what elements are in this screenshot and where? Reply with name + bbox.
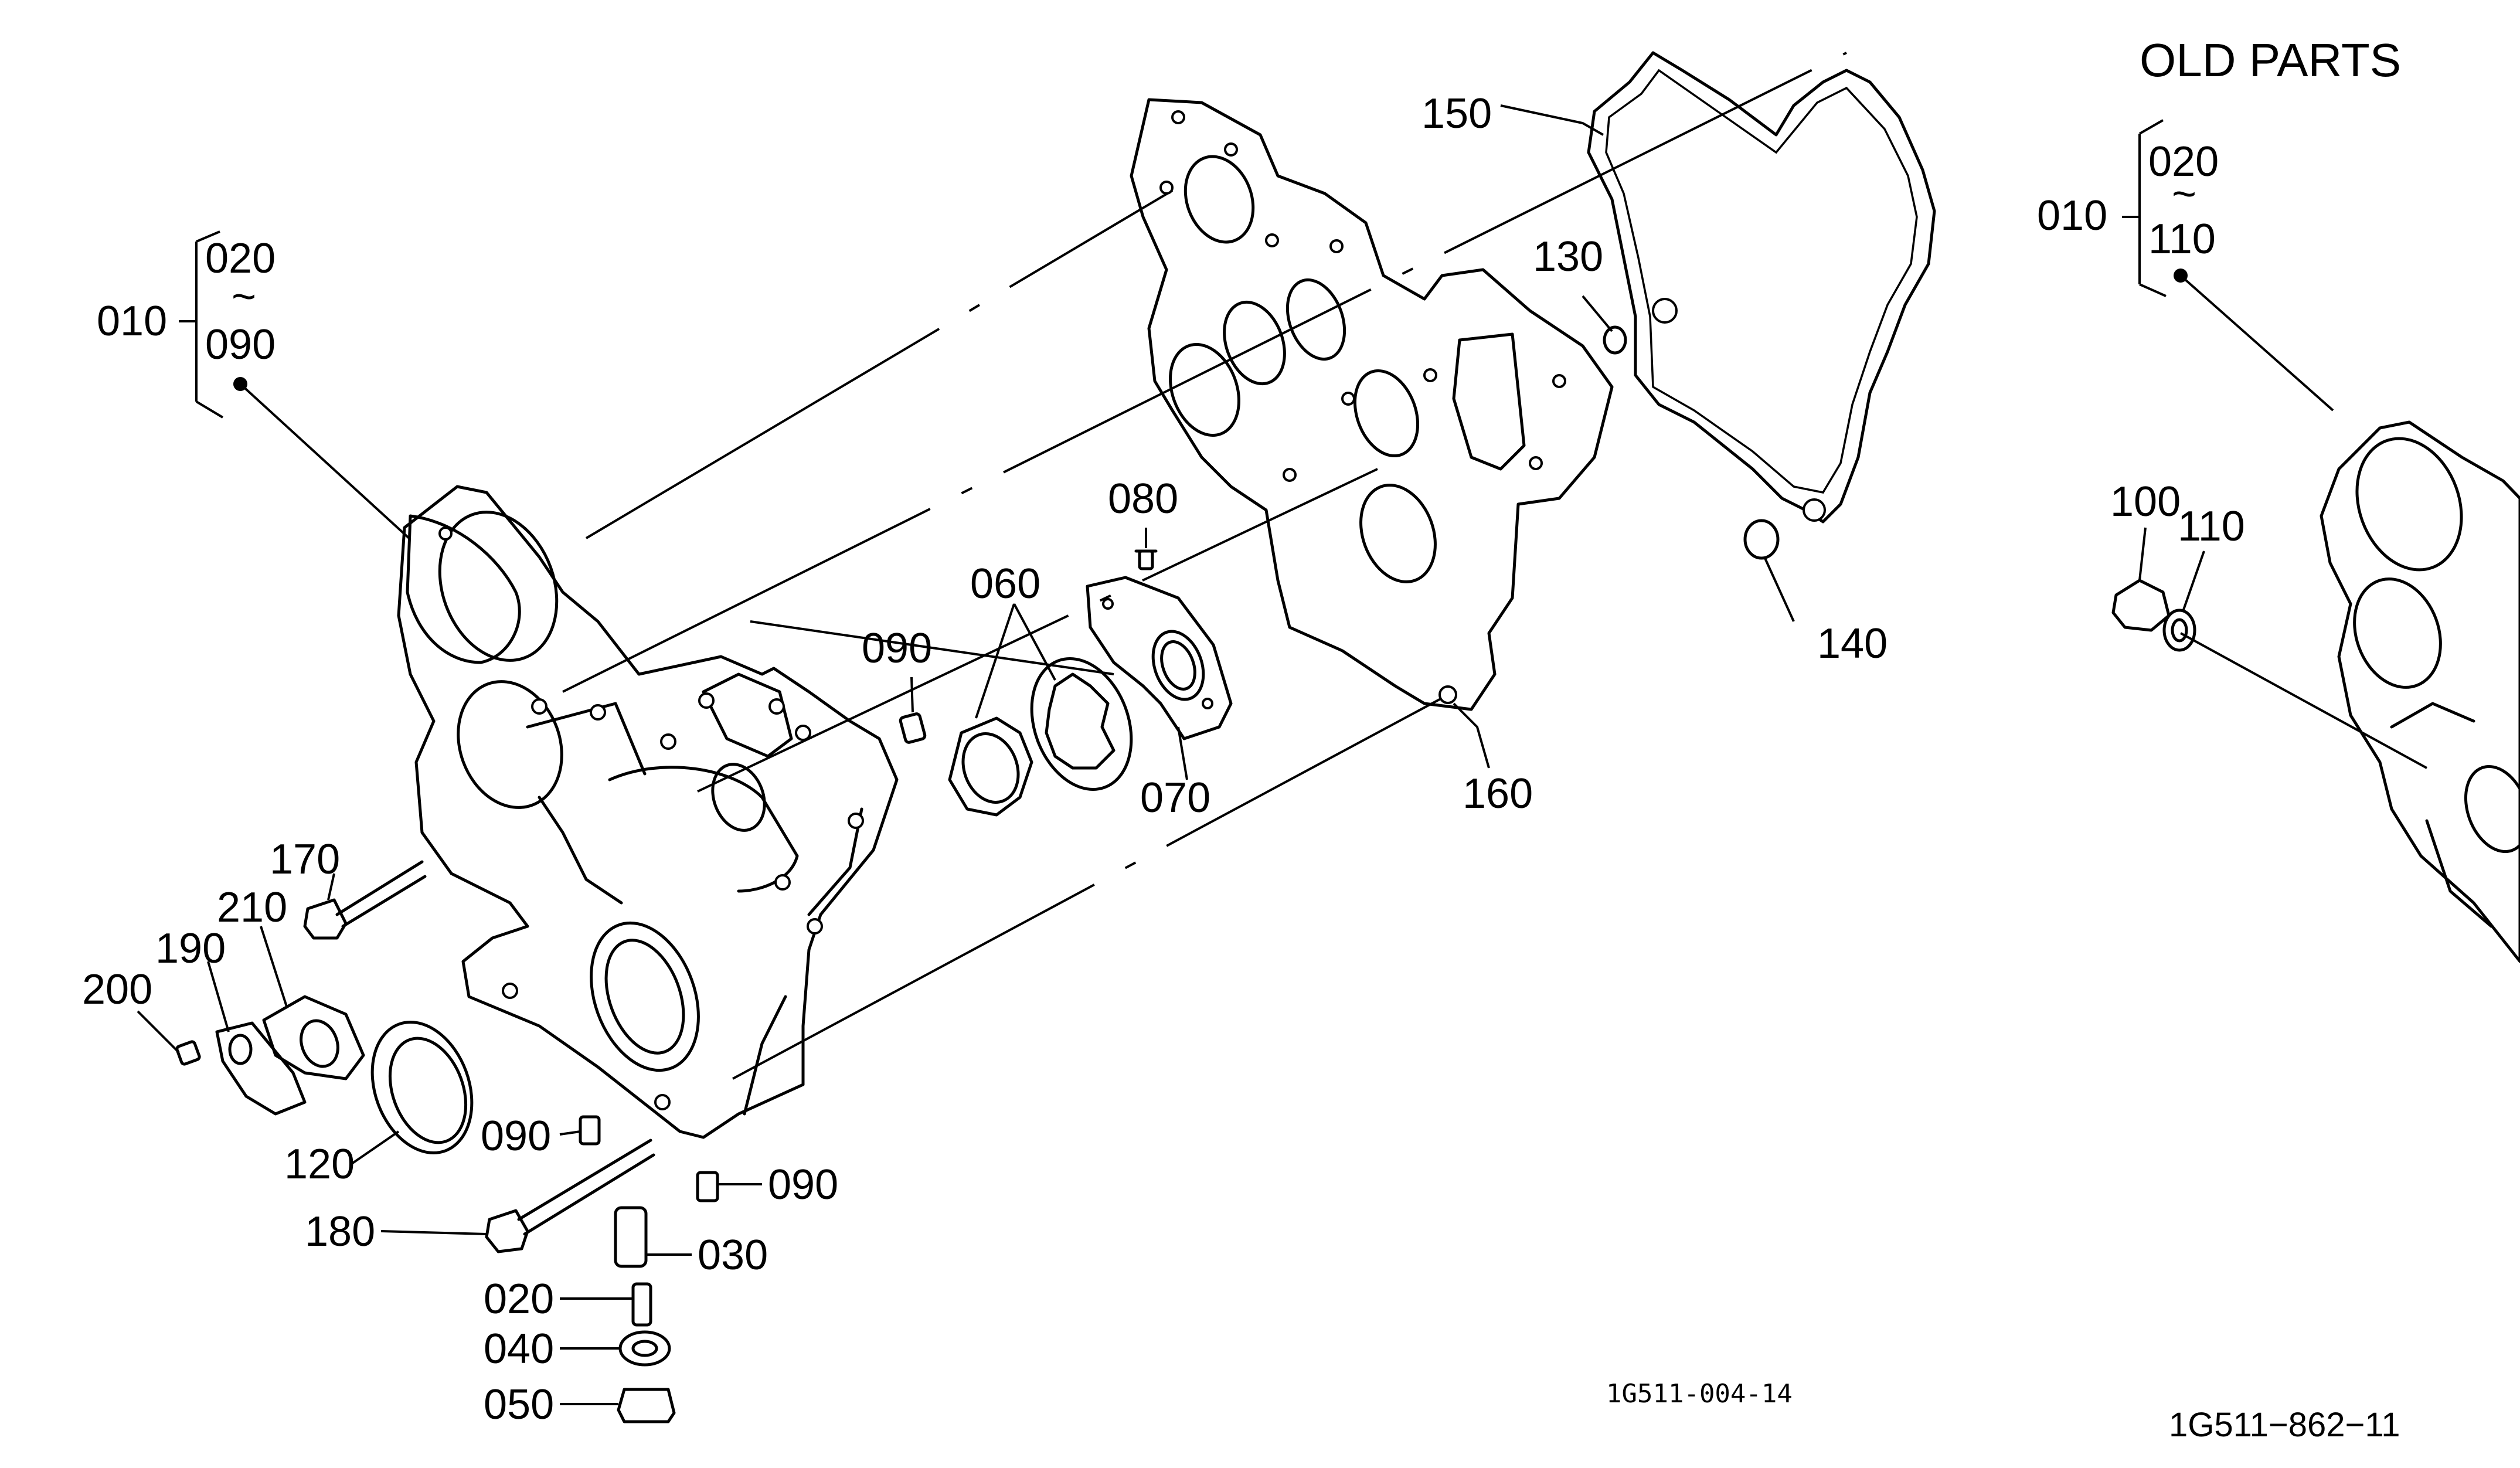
assembly-range-tilde-old: ~ [2172,171,2196,218]
alignment-lines [562,52,1847,1080]
callout-110: 110 [2178,503,2245,550]
assembly-bracket-current [179,230,224,419]
assembly-parent-current: 010 [97,298,167,345]
oil-pump-cover [1086,576,1233,740]
callout-140: 140 [1817,620,1888,667]
assembly-parent-old: 010 [2037,192,2107,239]
o-ring-140 [1743,519,1780,560]
old-plug-100 [2111,579,2171,632]
assembly-range-start-current: 020 [205,235,276,282]
assembly-range-start-old: 020 [2148,138,2219,185]
gasket [1587,51,1936,524]
leader-lines [137,104,2427,1405]
flange-210 [262,995,365,1080]
drawing-code-old: 1G511−862−11 [2169,1406,2400,1444]
plug-090-left [579,1115,601,1146]
callout-030: 030 [698,1232,768,1279]
callout-210: 210 [217,884,287,931]
callout-180: 180 [305,1208,375,1255]
callout-100: 100 [2110,478,2181,525]
gear-case [397,485,899,1139]
callout-020: 020 [484,1276,554,1323]
assembly-range-tilde-current: ~ [232,273,256,320]
bolt-180 [485,1139,655,1253]
callout-040: 040 [484,1326,554,1372]
leader-dot [2174,269,2188,283]
callout-200: 200 [82,966,152,1013]
o-ring-130 [1603,325,1627,355]
assembly-range-end-old: 110 [2148,216,2216,263]
callout-080: 080 [1108,475,1178,522]
bolt-170 [303,860,427,940]
plug-090-top [899,712,927,744]
callout-130: 130 [1533,233,1603,280]
callout-060: 060 [970,560,1040,607]
pump-rotors [948,657,1133,817]
fitting-190 [215,1021,307,1116]
callout-160: 160 [1463,770,1533,817]
callout-090-right: 090 [768,1161,838,1208]
drawing-code-main: 1G511-004-14 [1606,1379,1793,1409]
screw-080 [1134,549,1158,570]
assembly-range-end-current: 090 [205,321,276,368]
old-gear-case [2320,420,2520,963]
oil-seal-120 [370,1021,474,1154]
callout-050: 050 [484,1381,554,1428]
assembly-bracket-old [2122,119,2167,297]
callout-070: 070 [1140,774,1210,821]
plug-090-right [696,1171,719,1202]
gear-plate [1130,98,1614,711]
callout-150: 150 [1421,90,1492,137]
screw-200 [175,1040,201,1066]
callout-190: 190 [155,925,226,972]
callout-120: 120 [284,1141,355,1188]
callout-170: 170 [270,836,340,883]
leader-dot [233,377,247,391]
old-parts-title: OLD PARTS [2140,34,2401,86]
relief-valve-parts [614,1206,676,1423]
callout-090-left: 090 [481,1113,551,1160]
callout-090-top: 090 [862,625,932,672]
old-washer-110 [2162,609,2196,652]
